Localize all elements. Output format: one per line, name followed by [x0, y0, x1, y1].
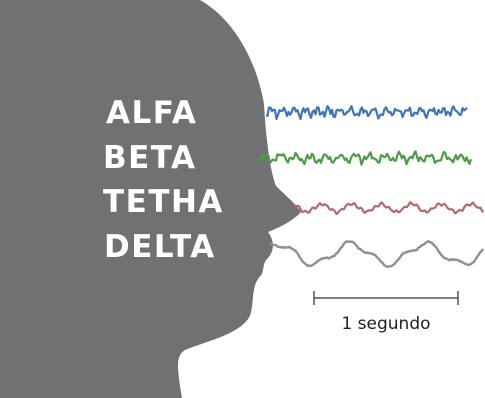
head-silhouette [0, 0, 301, 398]
tetha-waveform [292, 201, 485, 215]
band-label-alfa: ALFA [106, 95, 197, 131]
beta-waveform [257, 150, 473, 166]
band-label-delta: DELTA [104, 229, 216, 265]
band-label-beta: BETA [103, 140, 197, 176]
delta-waveform [269, 240, 484, 268]
scale-bar-label: 1 segundo [341, 314, 430, 334]
time-scale-bar [313, 291, 459, 305]
band-label-tetha: TETHA [103, 184, 224, 220]
alfa-waveform [265, 104, 468, 121]
